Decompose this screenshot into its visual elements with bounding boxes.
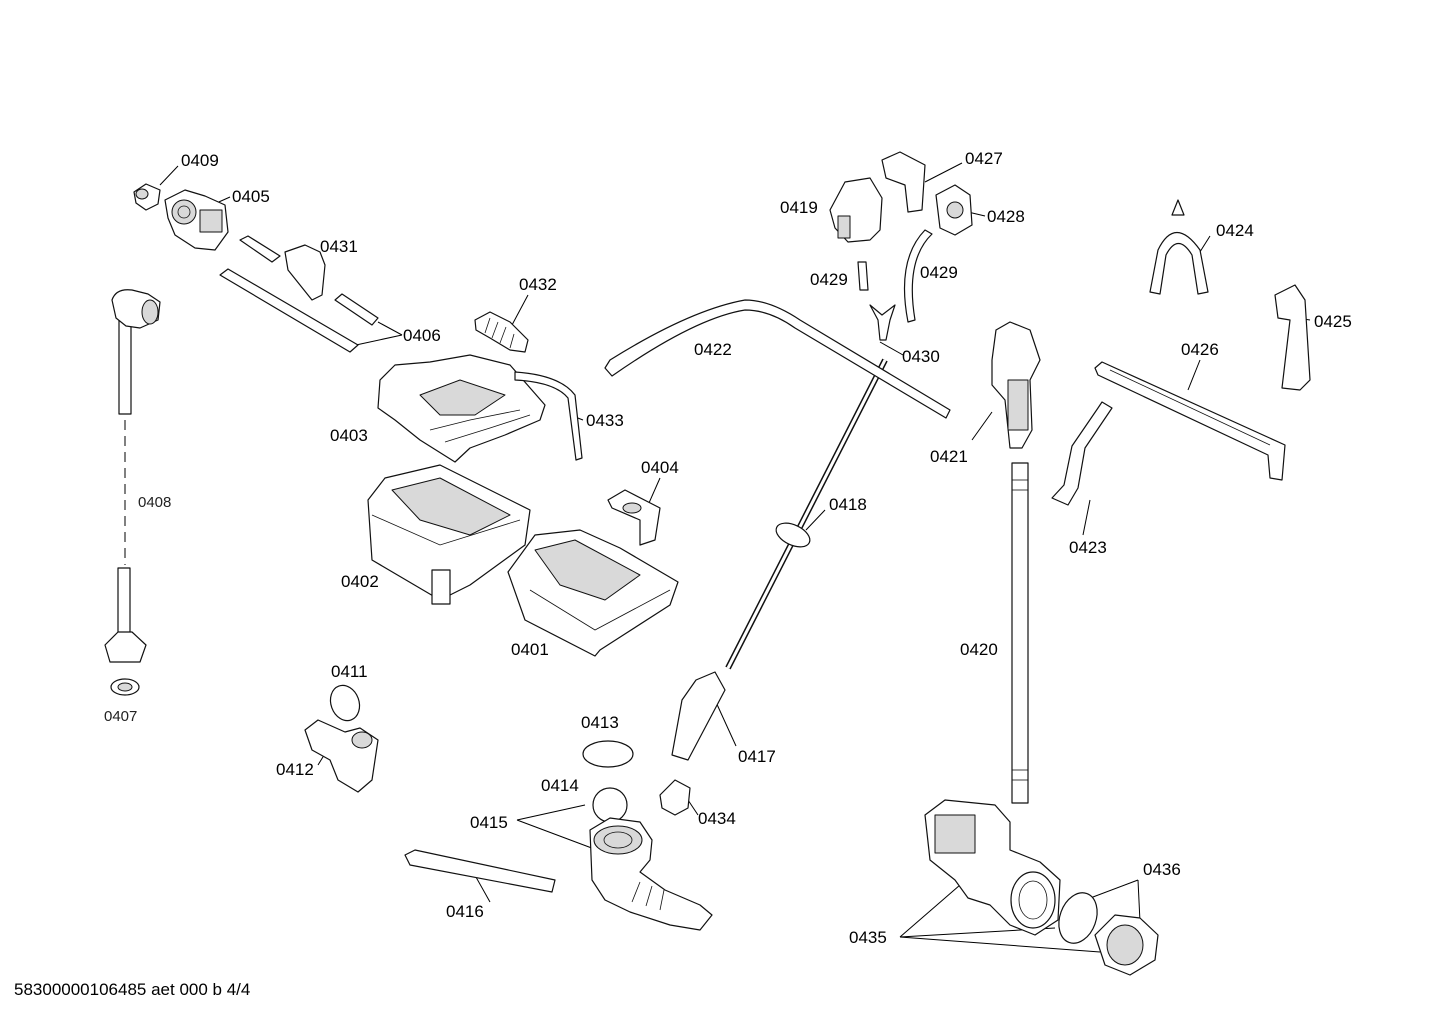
label-0422: 0422 <box>694 340 732 359</box>
label-0412: 0412 <box>276 760 314 779</box>
part-0415-sump <box>589 817 713 931</box>
label-0428: 0428 <box>987 207 1025 226</box>
label-0425: 0425 <box>1314 312 1352 331</box>
part-0413-ring <box>582 740 634 768</box>
part-0403-dispenser-lid <box>377 354 546 463</box>
part-0404-clip <box>607 489 661 546</box>
label-0435: 0435 <box>849 928 887 947</box>
label-0421: 0421 <box>930 447 968 466</box>
part-0422-hose <box>604 299 951 419</box>
part-0418-tube <box>725 358 888 670</box>
label-0433: 0433 <box>586 411 624 430</box>
part-0431-valve <box>219 235 379 353</box>
label-0408: 0408 <box>138 494 171 511</box>
part-0401-drawer <box>507 529 679 657</box>
part-0402-dispenser-housing <box>367 464 531 605</box>
label-0417: 0417 <box>738 747 776 766</box>
part-0411-ring <box>329 684 361 722</box>
label-0420: 0420 <box>960 640 998 659</box>
part-0426-rail <box>1094 361 1286 481</box>
label-0407: 0407 <box>104 708 137 725</box>
part-0432-bellows <box>474 311 529 353</box>
label-0431: 0431 <box>320 237 358 256</box>
part-0405-valve <box>164 189 229 251</box>
label-0429-b: 0429 <box>920 263 958 282</box>
part-0417-tank <box>671 671 726 761</box>
label-0413: 0413 <box>581 713 619 732</box>
label-0416: 0416 <box>446 902 484 921</box>
label-0414: 0414 <box>541 776 579 795</box>
label-0406: 0406 <box>403 326 441 345</box>
part-0436-seal <box>1058 892 1098 944</box>
label-0402: 0402 <box>341 572 379 591</box>
label-0405: 0405 <box>232 187 270 206</box>
label-0436: 0436 <box>1143 860 1181 879</box>
part-0408-hose <box>104 289 161 663</box>
label-0415: 0415 <box>470 813 508 832</box>
label-0419: 0419 <box>780 198 818 217</box>
document-id: 58300000106485 aet 000 b 4/4 <box>14 980 251 999</box>
label-0434: 0434 <box>698 809 736 828</box>
label-0404: 0404 <box>641 458 679 477</box>
label-0424: 0424 <box>1216 221 1254 240</box>
part-0416-hose <box>404 849 556 893</box>
label-0426: 0426 <box>1181 340 1219 359</box>
part-0429-hose-a <box>857 261 869 291</box>
part-0409-cap <box>133 183 161 211</box>
label-0418: 0418 <box>829 495 867 514</box>
part-0424-hanger <box>1149 199 1209 295</box>
part-0435-pump <box>924 799 1061 936</box>
part-labels: 0409 0405 0431 0406 0432 0403 0433 0404 … <box>104 149 1352 947</box>
label-0429-a: 0429 <box>810 270 848 289</box>
label-0427: 0427 <box>965 149 1003 168</box>
part-0434-clip <box>659 779 691 816</box>
part-0436-filter <box>1094 914 1159 976</box>
part-0412-elbow <box>304 719 379 793</box>
part-0407-washer <box>110 678 140 696</box>
part-0429-hose-b <box>903 229 933 323</box>
part-0414-ball <box>592 787 628 823</box>
part-0421-air-chamber <box>991 321 1041 449</box>
label-0403: 0403 <box>330 426 368 445</box>
label-0409: 0409 <box>181 151 219 170</box>
label-0432: 0432 <box>519 275 557 294</box>
label-0430: 0430 <box>902 347 940 366</box>
part-0425-bracket <box>1274 284 1311 391</box>
part-0433-hose <box>514 371 583 461</box>
part-0423-rod <box>1051 401 1113 506</box>
part-0420-hose <box>1011 462 1029 804</box>
part-0428-sensor <box>935 184 973 236</box>
part-0427-bracket <box>881 151 926 213</box>
label-0423: 0423 <box>1069 538 1107 557</box>
part-0430-y-piece <box>869 304 896 341</box>
label-0401: 0401 <box>511 640 549 659</box>
label-0411: 0411 <box>331 662 368 681</box>
part-0419-pressure-switch <box>829 177 883 243</box>
